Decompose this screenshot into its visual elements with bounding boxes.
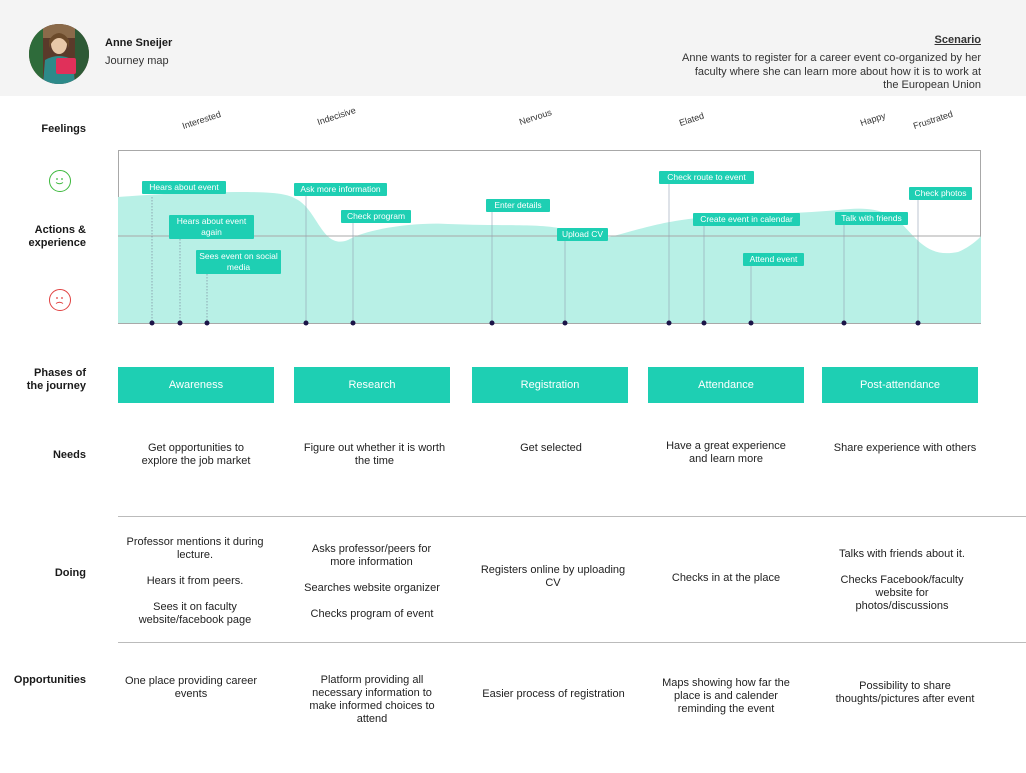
phase-research: Research [294,367,450,403]
persona-avatar [29,24,89,84]
need-research: Figure out whether it is worth the time [303,442,446,467]
need-post-attendance: Share experience with others [833,442,977,454]
phase-awareness: Awareness [118,367,274,403]
action-upload-cv: Upload CV [557,228,608,241]
action-attend-event: Attend event [743,253,804,266]
persona-subtitle: Journey map [105,55,169,67]
row-label-actions: Actions & experience [28,224,86,249]
scenario-text: Anne wants to register for a career even… [682,52,981,91]
doing-awareness-1: Professor mentions it during lecture. [126,536,264,561]
row-label-opportunities: Opportunities [13,674,86,686]
doing-registration: Registers online by uploading CV [480,564,626,589]
action-enter-details: Enter details [486,199,550,212]
section-divider [118,516,1026,517]
doing-post-attendance-1: Talks with friends about it. [839,548,965,560]
action-hears-about-event-again: Hears about event again [169,215,254,239]
opportunity-awareness: One place providing career events [124,675,258,700]
action-sees-event-social-media: Sees event on social media [196,250,281,274]
doing-post-attendance-2: Checks Facebook/faculty website for phot… [840,574,964,612]
happy-face-icon [49,170,71,192]
doing-awareness-2: Hears it from peers. [146,575,244,587]
action-hears-about-event: Hears about event [142,181,226,194]
action-ask-more-information: Ask more information [294,183,387,196]
opportunity-post-attendance: Possibility to share thoughts/pictures a… [835,680,975,705]
persona-name: Anne Sneijer [105,37,173,49]
persona-header: Anne Sneijer Journey map Scenario Anne w… [0,0,1026,96]
row-label-doing: Doing [54,567,86,579]
scenario-title: Scenario [934,34,981,46]
action-create-event-calendar: Create event in calendar [693,213,800,226]
feeling-label: Elated [677,110,706,128]
phase-post-attendance: Post-attendance [822,367,978,403]
need-attendance: Have a great experience and learn more [666,440,786,465]
doing-research-3: Checks program of event [310,608,434,620]
doing-research-2: Searches website organizer [304,582,440,594]
action-check-route: Check route to event [659,171,754,184]
feeling-label: Interested [180,109,223,131]
section-divider [118,642,1026,643]
opportunity-registration: Easier process of registration [482,688,625,700]
doing-awareness-3: Sees it on faculty website/facebook page [138,601,252,626]
action-check-program: Check program [341,210,411,223]
sad-face-icon [49,289,71,311]
phase-registration: Registration [472,367,628,403]
opportunity-research: Platform providing all necessary informa… [309,674,435,725]
feeling-label: Happy [858,110,887,128]
feeling-label: Frustrated [911,108,955,131]
row-label-phases: Phases of the journey [26,367,86,392]
feeling-label: Nervous [517,107,553,127]
phase-attendance: Attendance [648,367,804,403]
action-talk-with-friends: Talk with friends [835,212,908,225]
feeling-label: Indecisive [315,105,358,127]
row-label-needs: Needs [52,449,86,461]
row-label-feelings: Feelings [41,123,86,135]
doing-research-1: Asks professor/peers for more informatio… [311,543,432,568]
action-check-photos: Check photos [909,187,972,200]
need-registration: Get selected [520,442,582,454]
doing-attendance: Checks in at the place [671,572,781,584]
opportunity-attendance: Maps showing how far the place is and ca… [662,677,790,715]
need-awareness: Get opportunities to explore the job mar… [141,442,251,467]
